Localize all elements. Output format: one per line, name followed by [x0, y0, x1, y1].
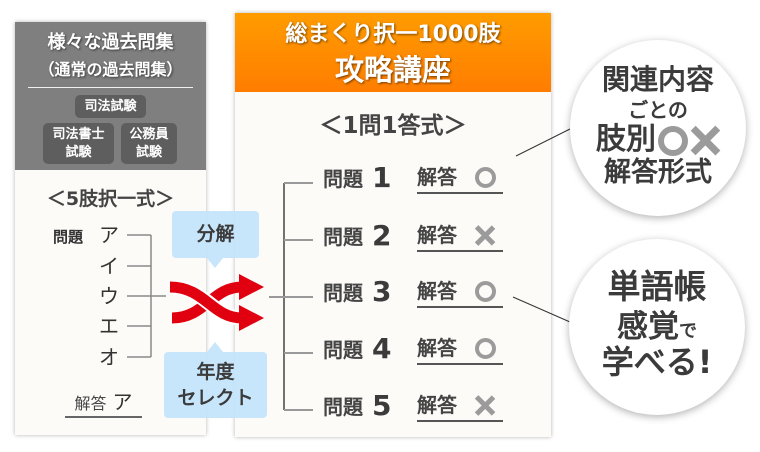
- conventional-answer: 解答ア: [65, 388, 142, 418]
- choice-u: ウ: [99, 284, 119, 308]
- question-label: 問題: [323, 167, 363, 191]
- badge-label: 司法試験: [84, 98, 137, 114]
- question-row: 問題 2 解答 ×: [323, 220, 523, 252]
- year-select-line2: セレクト: [177, 387, 254, 409]
- question-label: 問題: [323, 395, 363, 419]
- decompose-callout: 分解: [172, 211, 259, 268]
- question-label: 問題: [323, 281, 363, 305]
- feature-line: 単語帳: [607, 267, 707, 306]
- question-row: 問題 3 解答 ○: [323, 276, 523, 308]
- question-row: 問題 1 解答 ○: [323, 162, 523, 194]
- exam-badge-bar-exam: 司法試験: [75, 95, 146, 118]
- feature-line: 感覚で: [569, 309, 745, 350]
- question-label: 問題: [53, 228, 84, 246]
- answer-label: 解答: [417, 336, 457, 360]
- choice-a: ア: [99, 223, 119, 247]
- five-choice-format-label: ＜5肢択一式＞: [46, 188, 175, 210]
- badge-label: 司法書士: [52, 126, 105, 142]
- answer-line: 解答 ×: [417, 390, 503, 422]
- conventional-panel-header: 様々な過去問集 （通常の過去問集） 司法試験 司法書士 試験 公務員 試験: [15, 22, 206, 170]
- feature-line: ごとの: [628, 98, 688, 122]
- circle-mark-icon: ○: [658, 125, 688, 156]
- feature-circle-flashcard-style: 単語帳 感覚で 学べる!: [569, 239, 745, 415]
- question-number: 1: [372, 161, 392, 194]
- cross-mark-icon: ×: [690, 126, 720, 156]
- year-select-callout: 年度 セレクト: [164, 342, 267, 418]
- question-number: 4: [372, 332, 392, 365]
- course-subtitle: 攻略講座: [334, 53, 451, 87]
- badge-label: 試験: [65, 144, 92, 160]
- course-title: 総まくり択一1000肢: [285, 22, 501, 47]
- answer-label: 解答: [417, 223, 457, 247]
- year-select-line1: 年度: [196, 361, 235, 383]
- feature-text: 肢別: [596, 122, 656, 157]
- answer-label: 解答: [74, 394, 107, 413]
- answer-label: 解答: [417, 393, 457, 417]
- answer-label: 解答: [417, 279, 457, 303]
- choice-o: オ: [99, 345, 119, 369]
- answer-line: 解答 ○: [417, 276, 503, 308]
- feature-line: 肢別○×: [570, 122, 746, 158]
- one-question-one-answer-format-label: ＜1問1答式＞: [319, 113, 467, 139]
- choice-i: イ: [99, 254, 119, 278]
- question-label: 問題: [323, 338, 363, 362]
- cross-mark-icon: ×: [475, 225, 496, 246]
- answer-line: 解答 ×: [417, 220, 503, 252]
- feature-text-suffix: で: [679, 321, 697, 342]
- question-label: 問題: [323, 225, 363, 249]
- exam-badge-civil-service: 公務員 試験: [121, 123, 177, 164]
- question-row: 問題 5 解答 ×: [323, 390, 523, 422]
- cross-mark-icon: ×: [475, 395, 496, 416]
- decompose-label: 分解: [196, 223, 235, 245]
- feature-text: 感覚: [617, 309, 679, 345]
- header-divider: [28, 87, 193, 88]
- answer-line: 解答 ○: [417, 162, 503, 194]
- feature-line: 関連内容: [601, 63, 714, 96]
- circle-mark-icon: ○: [475, 167, 496, 188]
- answer-value: ア: [112, 390, 133, 414]
- badge-label: 試験: [135, 144, 162, 160]
- conventional-title: 様々な過去問集: [47, 32, 174, 53]
- exam-badge-judicial-scrivener: 司法書士 試験: [43, 123, 114, 164]
- question-number: 3: [372, 275, 392, 308]
- answer-line: 解答 ○: [417, 333, 503, 365]
- feature-circle-per-choice-format: 関連内容 ごとの 肢別○× 解答形式: [570, 40, 746, 216]
- feature-line: 学べる!: [601, 343, 713, 381]
- circle-mark-icon: ○: [475, 338, 496, 359]
- question-number: 5: [372, 389, 392, 422]
- course-panel-header: 総まくり択一1000肢 攻略講座: [235, 13, 551, 92]
- circle-mark-icon: ○: [475, 281, 496, 302]
- question-number: 2: [372, 219, 392, 252]
- choice-e: エ: [99, 314, 119, 338]
- conventional-subtitle: （通常の過去問集）: [38, 60, 183, 79]
- question-row: 問題 4 解答 ○: [323, 333, 523, 365]
- feature-line: 解答形式: [604, 157, 712, 188]
- badge-label: 公務員: [129, 126, 169, 142]
- answer-label: 解答: [417, 165, 457, 189]
- course-panel: 総まくり択一1000肢 攻略講座 ＜1問1答式＞ 問題 1 解答 ○ 問題 2 …: [235, 13, 551, 437]
